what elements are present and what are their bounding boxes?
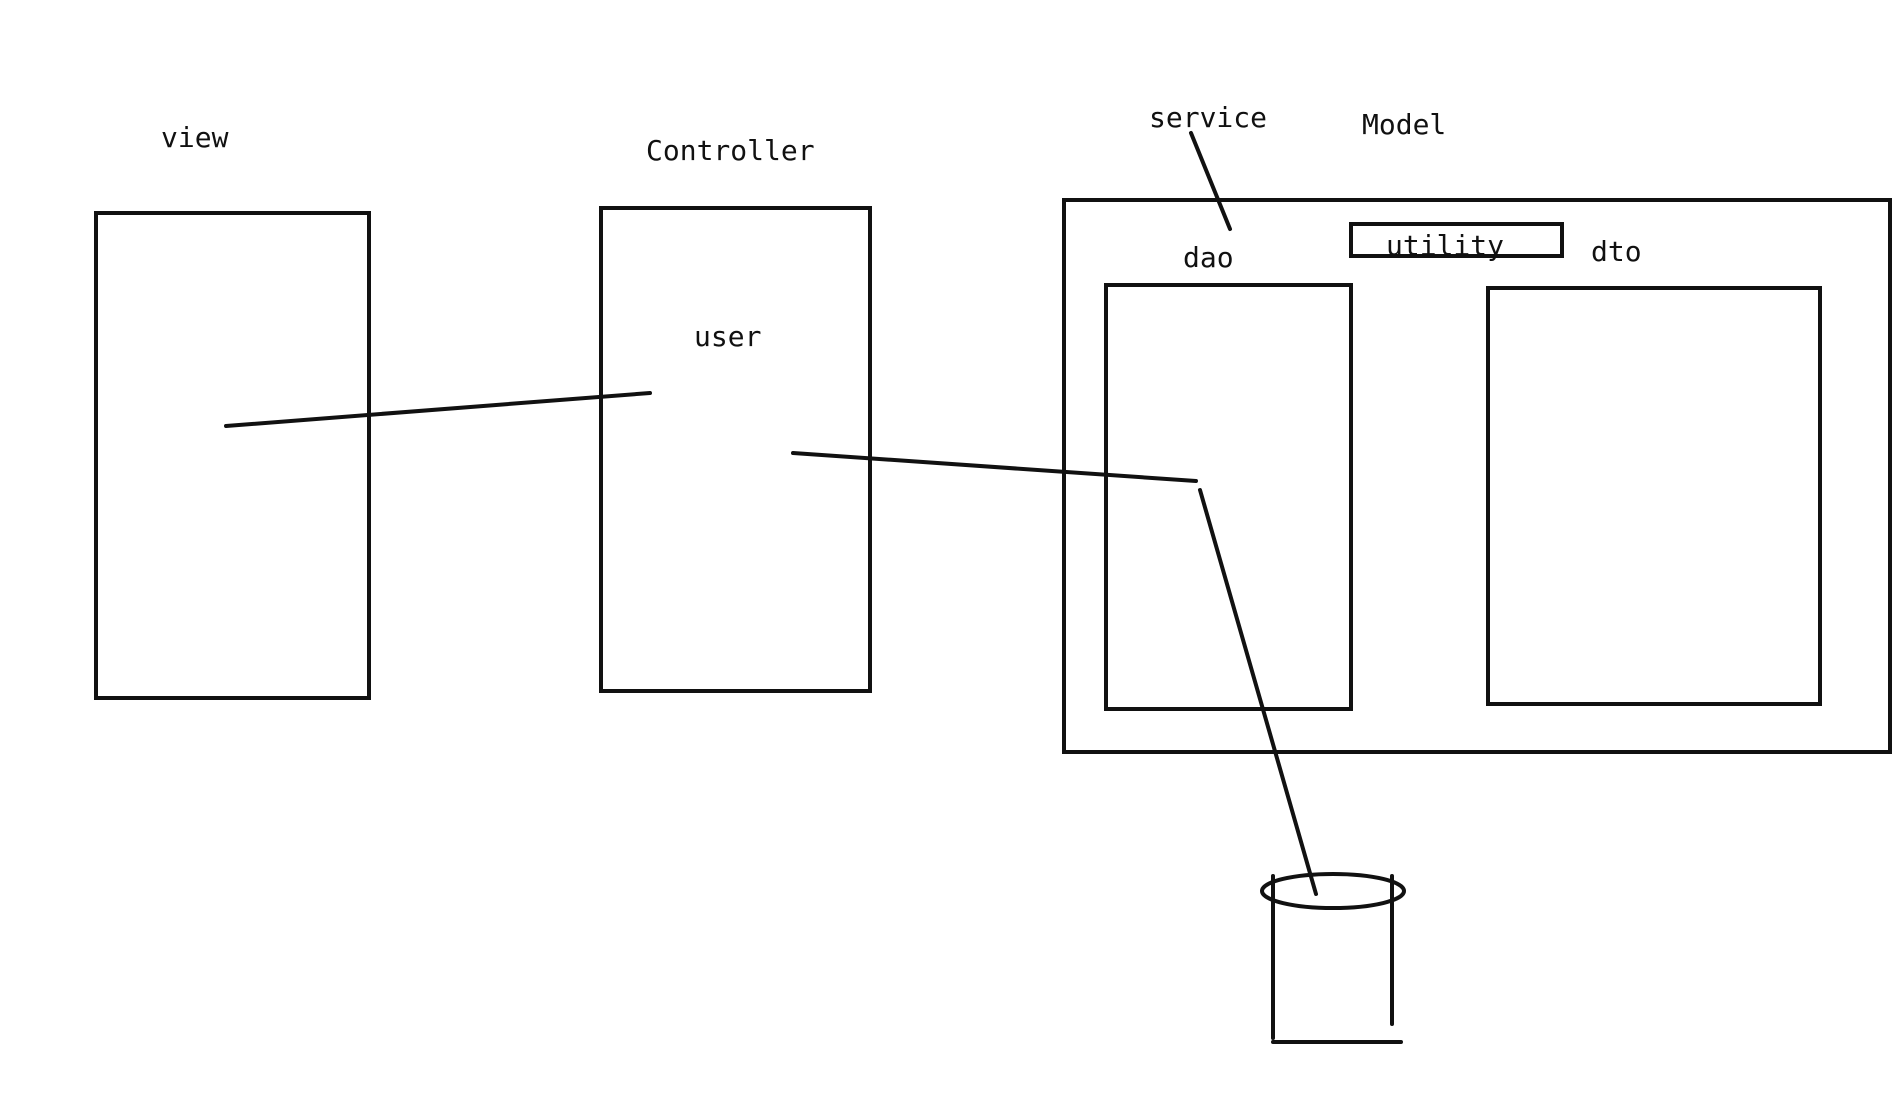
dao-label: dao bbox=[1183, 241, 1234, 274]
view-component: view bbox=[94, 121, 371, 700]
user-label: user bbox=[694, 320, 761, 353]
database-top-ellipse bbox=[1260, 872, 1406, 910]
model-box bbox=[1062, 198, 1892, 754]
view-controller-connector bbox=[224, 391, 652, 428]
service-pointer-line bbox=[1189, 131, 1232, 231]
model-label: Model bbox=[1362, 108, 1446, 141]
dao-box bbox=[1104, 283, 1353, 711]
view-label: view bbox=[161, 121, 229, 154]
controller-label: Controller bbox=[646, 134, 815, 167]
dto-label: dto bbox=[1591, 235, 1642, 268]
model-component: Model service dao utility dto bbox=[1062, 101, 1892, 754]
dao-database-connector bbox=[1198, 488, 1318, 896]
utility-box bbox=[1349, 222, 1564, 258]
controller-component: Controller user bbox=[599, 134, 872, 693]
controller-box bbox=[599, 206, 872, 693]
database-cylinder-icon bbox=[1260, 872, 1406, 1044]
utility-label: utility bbox=[1386, 229, 1504, 262]
controller-dao-connector bbox=[791, 451, 1198, 483]
service-label: service bbox=[1149, 101, 1267, 134]
view-box bbox=[94, 211, 371, 700]
dto-box bbox=[1486, 286, 1822, 706]
